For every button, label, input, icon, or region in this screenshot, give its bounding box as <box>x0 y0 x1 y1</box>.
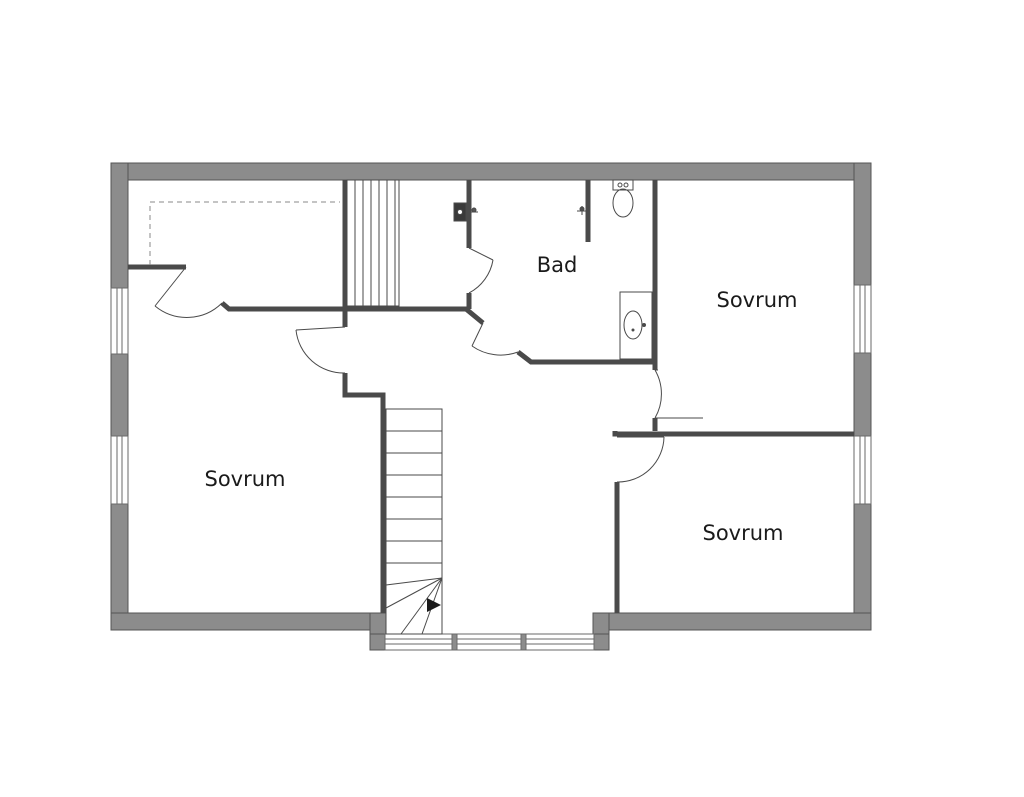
wall-right <box>853 162 872 631</box>
wall-bottom-right <box>608 612 872 631</box>
window-right-upper <box>853 284 872 354</box>
door-storage <box>154 266 223 318</box>
exterior-walls <box>110 162 872 651</box>
sink-icon <box>619 291 653 360</box>
windows <box>110 284 872 651</box>
wall-bedroom-left <box>342 373 386 613</box>
wall-top <box>110 162 872 181</box>
door-bath <box>471 322 519 356</box>
bathroom-fixtures <box>453 179 653 360</box>
room-label-bedroom-top-right: Sovrum <box>716 288 797 312</box>
window-bay <box>384 633 595 651</box>
wall-bay-bottom-b <box>593 633 610 651</box>
wall-bedroom-divider <box>612 431 854 437</box>
doors <box>154 247 703 483</box>
room-label-bedroom-bottom-right: Sovrum <box>702 521 783 545</box>
room-label-bedroom-left: Sovrum <box>204 467 285 491</box>
room-label-bathroom: Bad <box>537 253 578 277</box>
wall-bay-bottom-a <box>369 633 386 651</box>
wall-bottom-left <box>110 612 371 631</box>
attic-stair <box>346 179 400 307</box>
wall-bath-bottom <box>516 350 655 365</box>
wall-left <box>110 162 129 631</box>
door-bedroom-top-right <box>654 369 703 419</box>
door-bedroom-bottom-right <box>616 436 665 483</box>
window-right-lower <box>853 435 872 505</box>
storage-outline <box>149 201 340 265</box>
window-left-lower <box>110 435 129 505</box>
door-stair-closet <box>468 247 494 294</box>
interior-walls <box>128 180 854 613</box>
main-staircase <box>385 408 443 635</box>
shower-valve-icon <box>577 206 587 215</box>
stair-arrow-icon <box>427 598 441 612</box>
faucet-icon <box>453 202 478 222</box>
toilet-icon <box>612 179 634 218</box>
window-left-upper <box>110 287 129 355</box>
door-bedroom-left <box>295 326 346 374</box>
